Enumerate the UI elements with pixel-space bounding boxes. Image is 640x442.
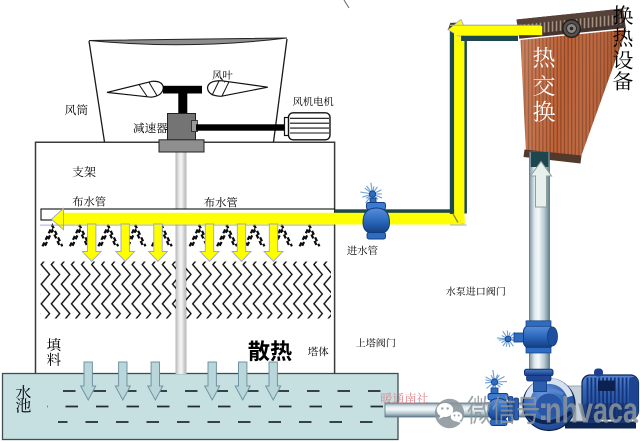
svg-text:nhvaca: nhvaca xyxy=(545,390,639,431)
svg-text::: : xyxy=(538,391,549,427)
